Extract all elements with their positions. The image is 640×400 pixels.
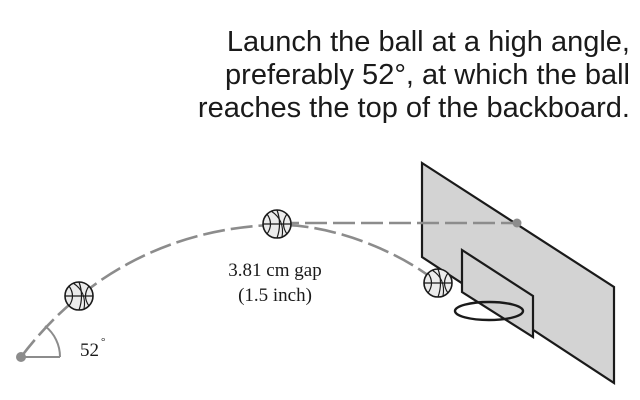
caption-text: Launch the ball at a high angle, prefera… — [150, 26, 630, 125]
angle-arc — [44, 325, 62, 358]
basketball-icon — [262, 209, 292, 239]
gap-label-metric: 3.81 cm gap — [228, 260, 321, 281]
hoop-rim — [453, 300, 525, 322]
backboard-contact-point — [512, 218, 522, 228]
caption-line-3: reaches the top of the backboard. — [197, 92, 630, 124]
basketball-icon — [423, 268, 453, 298]
gap-label-imperial: (1.5 inch) — [238, 285, 312, 306]
caption-line-2: preferably 52°, at which the ball — [225, 59, 630, 91]
backboard-target-box — [460, 247, 535, 339]
launch-point-icon — [16, 352, 26, 362]
angle-degree-symbol: ° — [101, 336, 105, 348]
backboard — [420, 160, 616, 386]
angle-value-label: 52 — [80, 340, 99, 361]
caption-line-1: Launch the ball at a high angle, — [226, 26, 630, 58]
basketball-icon — [64, 281, 94, 311]
